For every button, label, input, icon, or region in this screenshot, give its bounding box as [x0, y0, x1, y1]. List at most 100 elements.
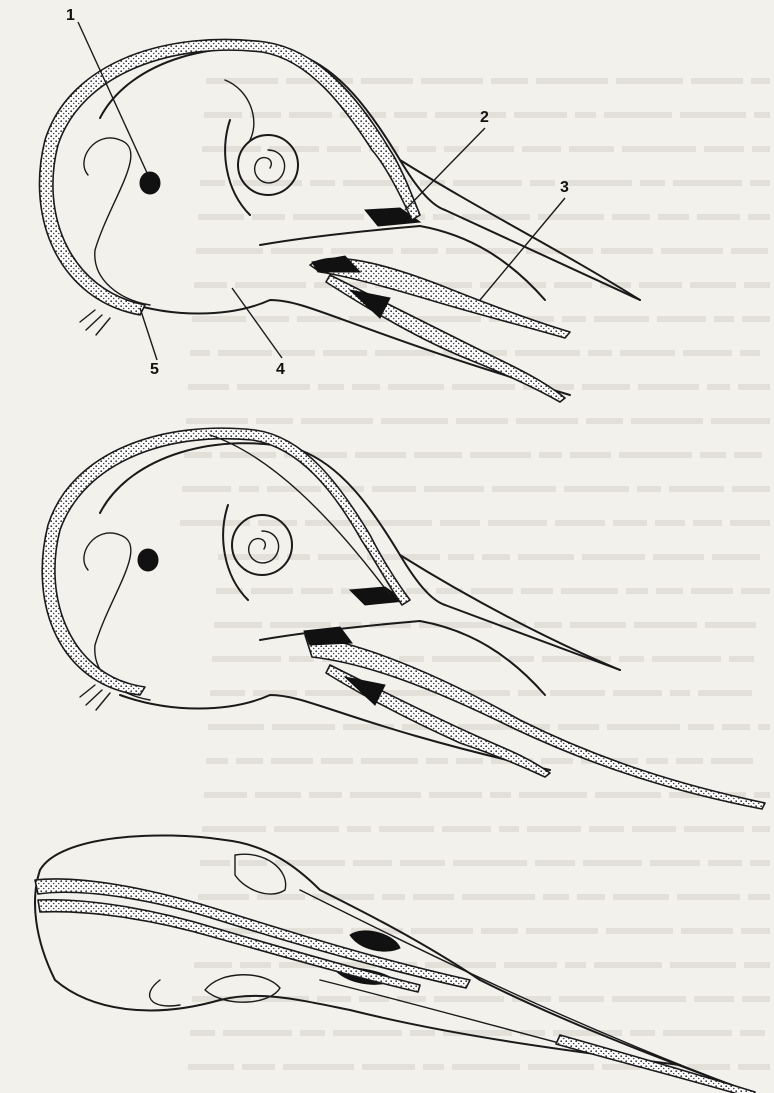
bleed-through-word — [687, 1064, 730, 1070]
bleed-through-word — [196, 248, 263, 254]
bleed-through-word — [658, 214, 689, 220]
bleed-through-word — [206, 758, 228, 764]
bleed-through-word — [705, 622, 756, 628]
bleed-through-word — [190, 350, 210, 356]
bleed-through-word — [521, 588, 553, 594]
bleed-through-word — [680, 112, 746, 118]
bleed-through-word — [514, 112, 567, 118]
bleed-through-word — [318, 384, 344, 390]
bleed-through-word — [586, 418, 623, 424]
bleed-through-word — [570, 452, 611, 458]
bleed-through-word — [432, 656, 501, 662]
bleed-through-word — [569, 146, 614, 152]
bleed-through-word — [632, 826, 676, 832]
bleed-through-word — [186, 418, 248, 424]
bleed-through-word — [518, 554, 574, 560]
bleed-through-word — [553, 1030, 622, 1036]
bleed-through-word — [612, 214, 650, 220]
bleed-through-word — [388, 384, 444, 390]
bleed-through-word — [534, 622, 562, 628]
bleed-through-word — [429, 792, 482, 798]
bleed-through-word — [206, 78, 278, 84]
bleed-through-word — [411, 928, 473, 934]
bleed-through-word — [184, 452, 212, 458]
bleed-through-word — [305, 520, 350, 526]
bleed-through-word — [491, 78, 528, 84]
bleed-through-word — [691, 78, 743, 84]
bleed-through-word — [204, 112, 242, 118]
bleed-through-word — [382, 894, 405, 900]
bleed-through-word — [604, 112, 672, 118]
bleed-through-word — [620, 350, 675, 356]
bleed-through-word — [417, 316, 481, 322]
bleed-through-word — [238, 860, 267, 866]
bleed-through-word — [327, 146, 361, 152]
bleed-through-word — [626, 588, 648, 594]
bleed-through-word — [310, 180, 335, 186]
bleed-through-word — [631, 418, 703, 424]
bleed-through-word — [433, 214, 454, 220]
bleed-through-word — [740, 350, 760, 356]
bleed-through-word — [289, 656, 314, 662]
bleed-through-word — [333, 1030, 402, 1036]
bleed-through-word — [594, 316, 649, 322]
bleed-through-word — [456, 418, 508, 424]
bleed-through-word — [331, 248, 393, 254]
bleed-through-word — [653, 554, 704, 560]
bleed-through-word — [697, 214, 740, 220]
bleed-through-word — [300, 1030, 325, 1036]
bleed-through-word — [606, 928, 673, 934]
bleed-through-word — [270, 622, 331, 628]
bleed-through-word — [543, 894, 569, 900]
bleed-through-word — [444, 146, 514, 152]
bleed-through-word — [488, 520, 547, 526]
bleed-through-word — [188, 1064, 234, 1070]
bleed-through-word — [214, 622, 262, 628]
bleed-through-word — [731, 248, 768, 254]
bleed-through-word — [272, 724, 335, 730]
bleed-through-word — [536, 78, 608, 84]
bleed-through-word — [456, 758, 483, 764]
bleed-through-word — [559, 996, 604, 1002]
bleed-through-word — [650, 860, 700, 866]
bleed-through-word — [518, 690, 542, 696]
bleed-through-word — [638, 384, 699, 390]
bleed-through-word — [738, 384, 770, 390]
bleed-through-word — [358, 520, 432, 526]
bleed-through-word — [673, 180, 742, 186]
bleed-through-word — [707, 384, 730, 390]
bleed-through-word — [711, 758, 753, 764]
bleed-through-word — [462, 894, 535, 900]
bleed-through-word — [490, 792, 511, 798]
bleed-through-word — [634, 622, 697, 628]
bleed-through-word — [750, 860, 770, 866]
bleed-through-word — [223, 1030, 292, 1036]
bleed-through-word — [410, 1030, 435, 1036]
bleed-through-word — [353, 860, 392, 866]
bleed-through-word — [613, 520, 647, 526]
bleed-through-word — [751, 78, 770, 84]
bleed-through-word — [655, 520, 685, 526]
bleed-through-word — [250, 112, 281, 118]
bleed-through-word — [407, 146, 436, 152]
bleed-through-word — [313, 894, 374, 900]
bleed-through-word — [646, 758, 668, 764]
bleed-through-word — [440, 520, 480, 526]
bleed-through-word — [712, 554, 760, 560]
bleed-through-word — [347, 826, 371, 832]
bleed-through-word — [729, 656, 754, 662]
bleed-through-word — [453, 180, 522, 186]
bleed-through-word — [676, 758, 703, 764]
bleed-through-word — [448, 554, 474, 560]
bleed-through-word — [594, 962, 662, 968]
bleed-through-word — [607, 724, 680, 730]
bleed-through-word — [375, 350, 435, 356]
bleed-through-word — [657, 316, 706, 322]
bleed-through-word — [722, 724, 750, 730]
bleed-through-word — [318, 554, 359, 560]
bleed-through-word — [414, 452, 462, 458]
bleed-through-word — [630, 1030, 655, 1036]
callout-label-1: 1 — [66, 7, 75, 24]
bleed-through-word — [519, 792, 587, 798]
